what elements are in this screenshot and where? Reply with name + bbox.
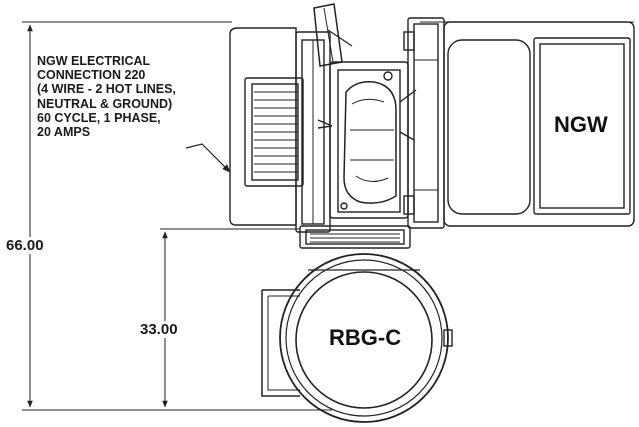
note-line: NEUTRAL & GROUND) [37,96,173,111]
note-leader-line [185,143,231,173]
note-line: NGW ELECTRICAL [37,54,151,68]
note-line: 60 CYCLE, 1 PHASE, [37,110,161,125]
electrical-connection-note: NGW ELECTRICAL CONNECTION 220 (4 WIRE - … [37,54,217,139]
dimension-lines [22,21,332,411]
ngw-label: NGW [554,112,608,137]
ngw-machine-outline [229,3,635,249]
note-line: CONNECTION 220 [37,68,146,83]
note-line: (4 WIRE - 2 HOT LINES, [37,82,176,97]
rbg-label: RBG-C [329,325,402,350]
rbg-machine-outline [261,253,453,423]
overall-dimension-label: 66.00 [4,237,46,254]
partial-dimension-label: 33.00 [138,321,180,338]
note-line: 20 AMPS [37,125,91,140]
